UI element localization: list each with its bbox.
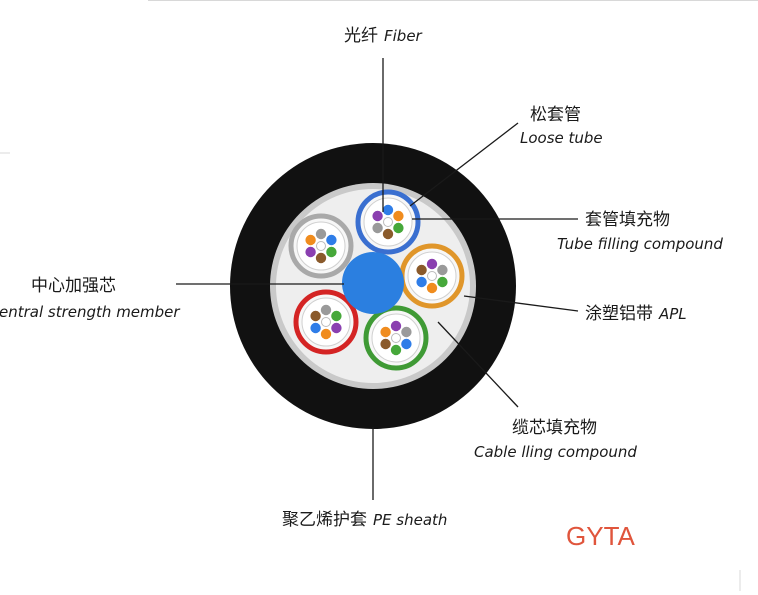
fiber-core [315, 228, 327, 240]
fiber-core [372, 222, 383, 234]
fiber-core [390, 320, 402, 332]
label-loose-tube-cn: 松套管 [530, 105, 581, 125]
fiber-core [326, 246, 337, 258]
fiber-core [416, 264, 427, 276]
label-central-member-en: entral strength member [0, 303, 180, 321]
fiber-core [401, 326, 412, 338]
cable-cross-section [230, 143, 516, 429]
fiber-core [331, 322, 342, 334]
label-loose-tube-en: Loose tube [520, 129, 603, 147]
leader-lines [176, 58, 579, 500]
leader-cable-filling [437, 321, 519, 408]
leader-loose-tube [409, 122, 519, 207]
fiber-core [310, 310, 321, 322]
fiber-core [390, 344, 402, 356]
fiber-core [437, 264, 448, 276]
fiber-core [320, 328, 332, 340]
label-central-member-cn: 中心加强芯 [31, 276, 116, 296]
label-cable-filling-en: Cable lling compound [474, 443, 637, 461]
fiber-core [331, 310, 342, 322]
fiber-core [321, 317, 331, 327]
loose-tube-green [363, 305, 429, 371]
loose-tube-gray [288, 213, 354, 279]
fiber-core [372, 210, 383, 222]
fiber-core [426, 282, 438, 294]
fiber-core [391, 333, 401, 343]
fiber-core [305, 234, 316, 246]
leader-apl [463, 295, 579, 312]
fiber-core [315, 252, 327, 264]
fiber-core [320, 304, 332, 316]
loose-tube-blue [355, 189, 421, 255]
cable-model-label: GYTA [566, 521, 636, 551]
fiber-core [416, 276, 427, 288]
fiber-core [380, 338, 391, 350]
loose-tube-orange [399, 243, 465, 309]
fiber-core [310, 322, 321, 334]
label-tube-filling-cn: 套管填充物 [585, 210, 670, 230]
fiber-core [382, 228, 394, 240]
central-strength-member [342, 252, 404, 314]
label-tube-filling-en: Tube filling compound [557, 235, 723, 253]
fiber-core [316, 241, 326, 251]
fiber-core [437, 276, 448, 288]
fiber-core [427, 271, 437, 281]
fiber-core [401, 338, 412, 350]
fiber-core [393, 210, 404, 222]
fiber-core [383, 217, 393, 227]
fiber-core [326, 234, 337, 246]
fiber-core [305, 246, 316, 258]
fiber-core [426, 258, 438, 270]
fiber-core [393, 222, 404, 234]
fiber-core [382, 204, 394, 216]
loose-tube-red [293, 289, 359, 355]
fiber-core [380, 326, 391, 338]
label-cable-filling-cn: 缆芯填充物 [512, 418, 597, 438]
